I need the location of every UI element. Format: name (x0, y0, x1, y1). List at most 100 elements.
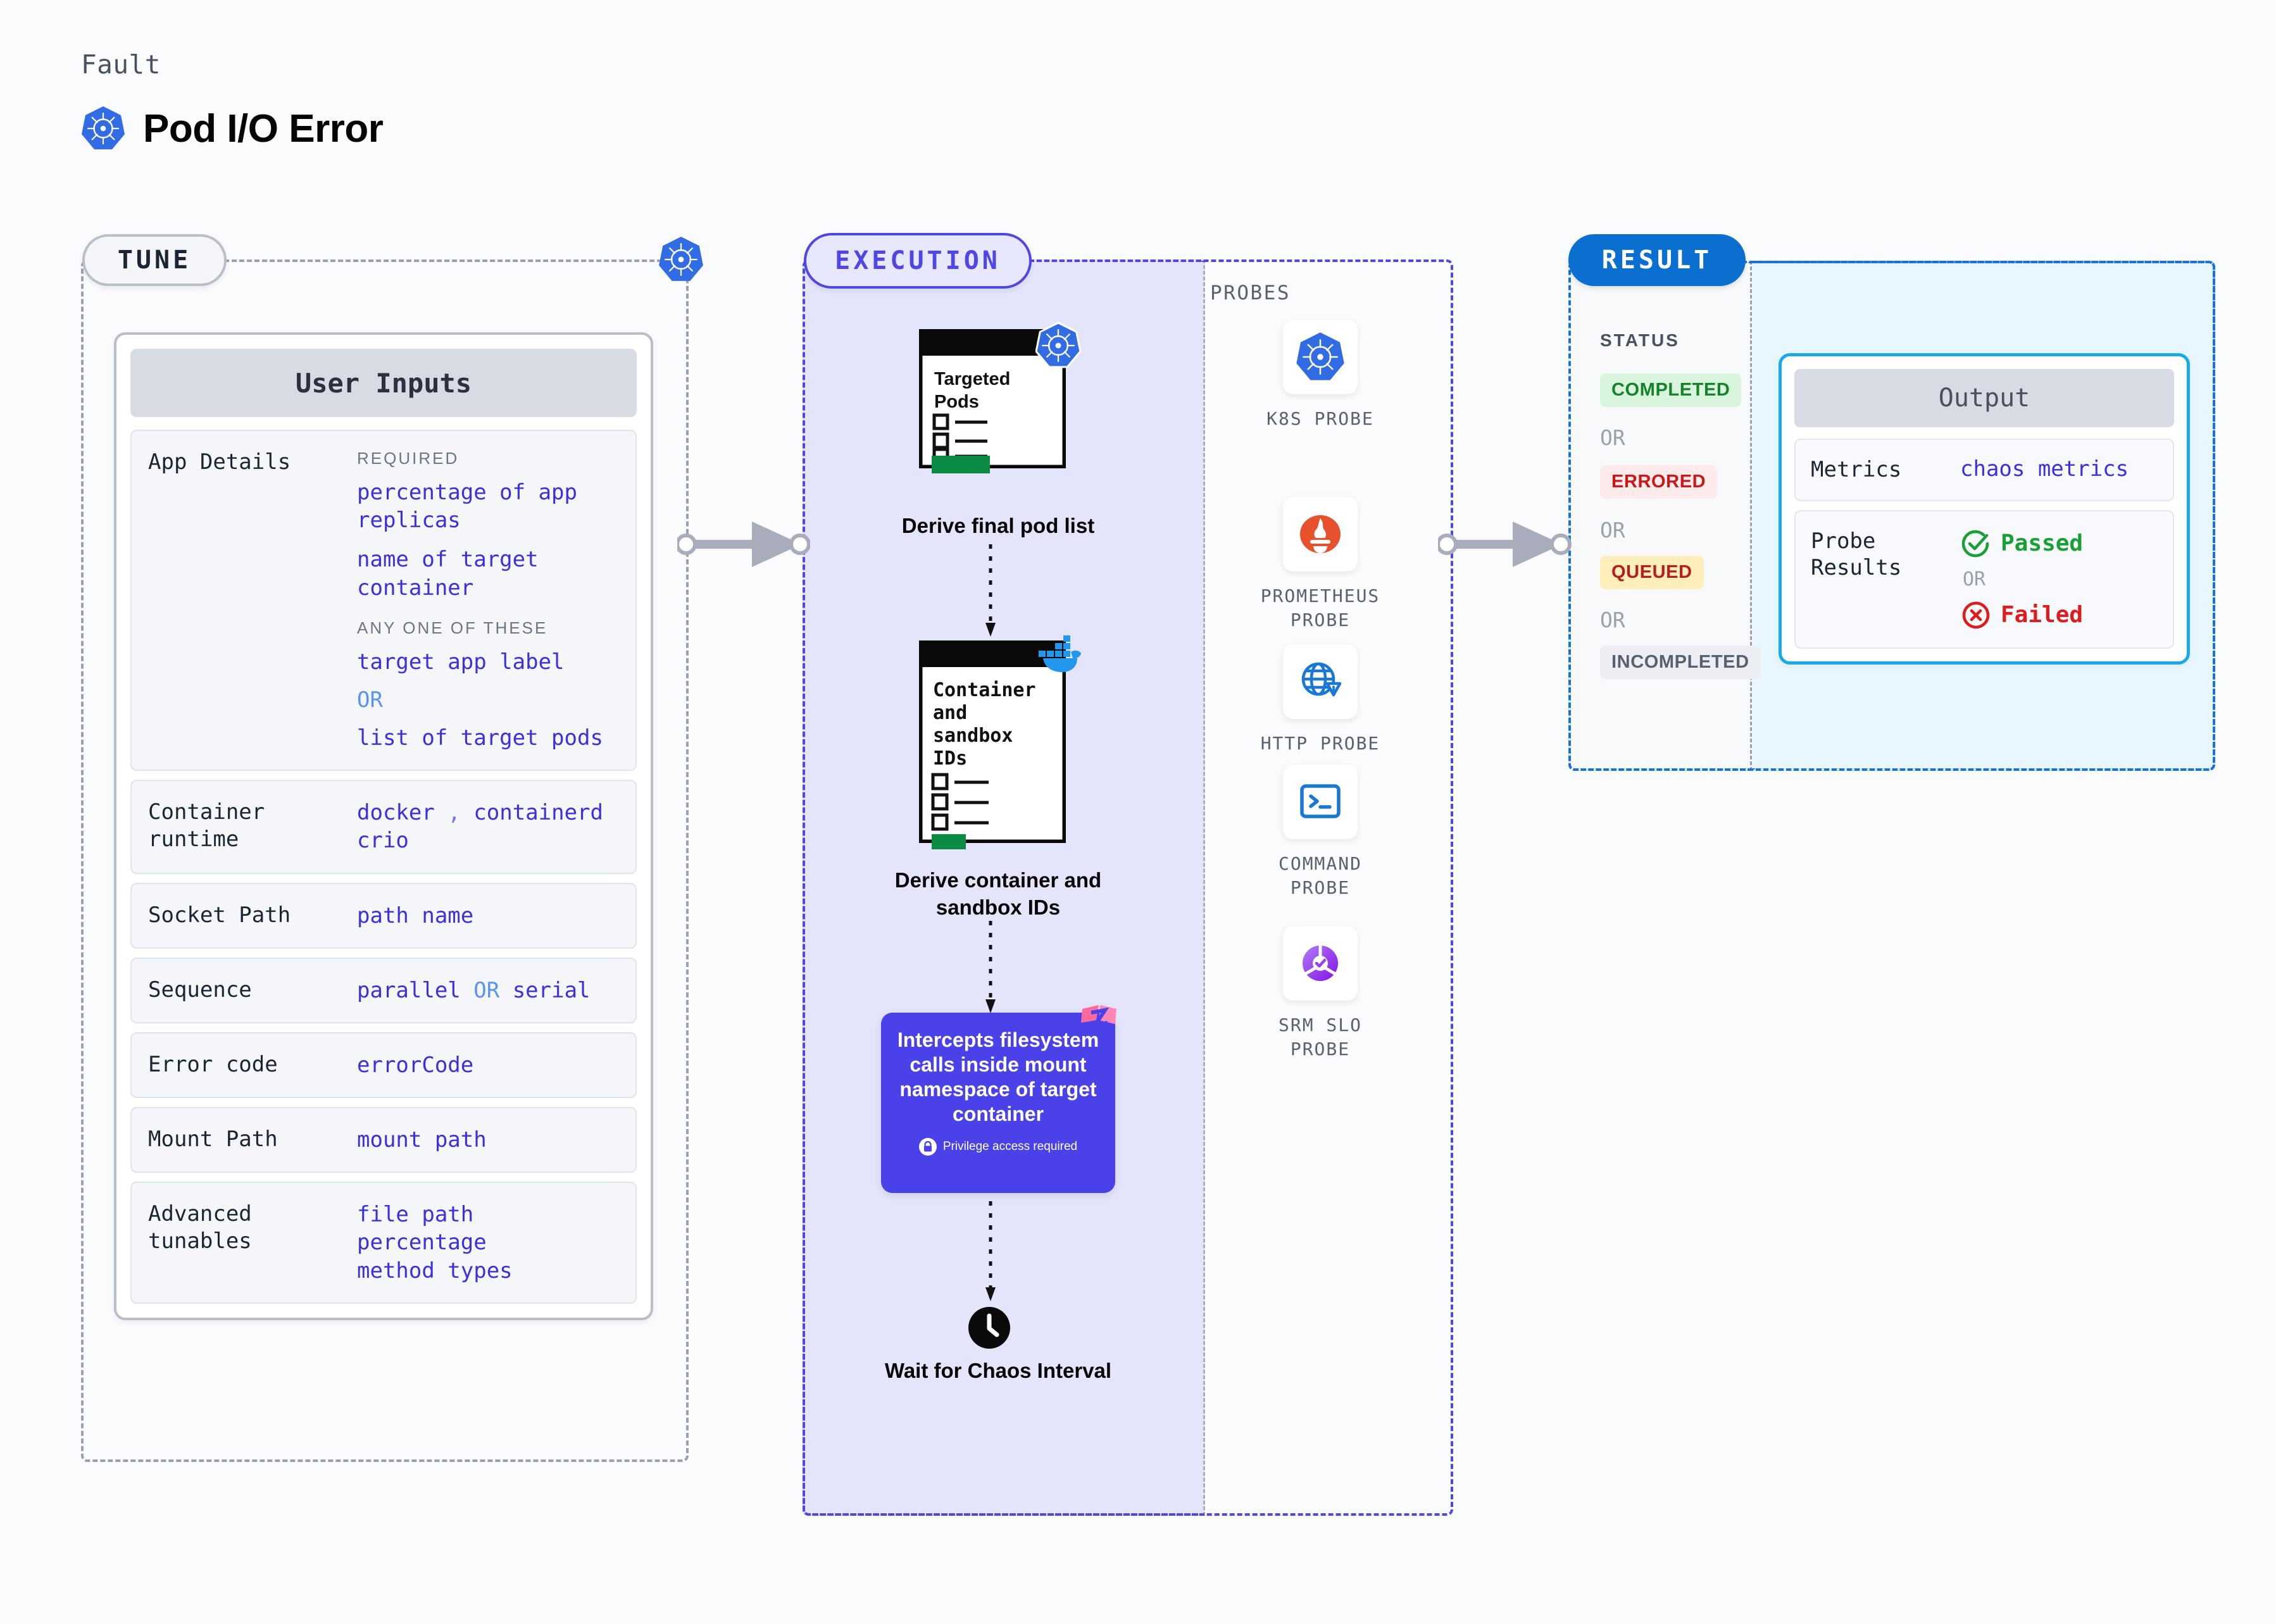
input-value: containerd (473, 800, 603, 826)
status-or-label: OR (1600, 425, 1625, 450)
tune-stage-container (81, 259, 689, 1462)
input-row-mount-path[interactable]: Mount Path mount path (130, 1107, 637, 1173)
kubernetes-icon (1283, 320, 1358, 394)
svg-text:Container: Container (933, 679, 1036, 701)
result-stage-container (1568, 261, 2215, 771)
stage-tag-result[interactable]: RESULT (1568, 234, 1746, 286)
input-value: list of target pods (357, 725, 603, 751)
terminal-icon (1283, 765, 1358, 839)
input-sublabel-required: REQUIRED (357, 449, 460, 468)
output-value: chaos metrics (1960, 456, 2129, 482)
input-row-error-code[interactable]: Error code errorCode (130, 1032, 637, 1099)
input-value: serial (512, 977, 591, 1003)
svg-text:sandbox: sandbox (933, 725, 1013, 747)
probe-srm-slo[interactable]: SRM SLO PROBE (1244, 926, 1396, 1061)
privilege-note-text: Privilege access required (942, 1140, 1078, 1154)
input-value: crio (357, 828, 409, 854)
status-badge-incompleted: INCOMPLETED (1600, 646, 1761, 679)
status-badge-completed: COMPLETED (1600, 373, 1742, 407)
probe-command[interactable]: COMMAND PROBE (1244, 765, 1396, 900)
input-row-sequence[interactable]: Sequence parallel OR serial (130, 957, 637, 1023)
input-row-app-details[interactable]: App Details REQUIRED percentage of app r… (130, 430, 637, 771)
status-label: STATUS (1600, 330, 1680, 350)
prometheus-icon (1283, 497, 1358, 572)
input-row-advanced-tunables[interactable]: Advanced tunables file path percentage m… (130, 1182, 637, 1304)
progress-bar-fill (932, 456, 990, 473)
input-key: Mount Path (148, 1127, 278, 1152)
input-or-label: OR (357, 687, 383, 713)
input-key: Sequence (148, 977, 252, 1003)
container-sandbox-ids-card: Container and sandbox IDs (918, 639, 1067, 846)
input-value: parallel (357, 977, 461, 1003)
probe-label: K8S PROBE (1266, 408, 1374, 429)
output-row-metrics[interactable]: Metrics chaos metrics (1794, 439, 2174, 501)
http-globe-icon (1283, 644, 1358, 719)
input-key: Container runtime (148, 799, 265, 852)
input-sublabel-anyone: ANY ONE OF THESE (357, 618, 548, 637)
connector-tune-to-execution (677, 522, 810, 567)
execution-stage-fill (803, 259, 1205, 1516)
kubernetes-icon (81, 105, 125, 152)
input-or-label: OR (473, 977, 500, 1003)
step-caption: Derive container and sandbox IDs (894, 868, 1102, 919)
user-inputs-card: User Inputs App Details REQUIRED percent… (114, 332, 653, 1320)
flow-connector (985, 1201, 996, 1301)
stage-tag-execution[interactable]: EXECUTION (804, 233, 1032, 289)
execution-stage-container (803, 259, 1453, 1516)
input-value: docker (357, 800, 435, 826)
progress-bar-fill (932, 834, 966, 849)
input-row-container-runtime[interactable]: Container runtime docker , containerd cr… (130, 780, 637, 874)
x-circle-icon (1962, 601, 1990, 628)
status-or-label: OR (1600, 608, 1625, 632)
litmus-icon (1081, 1005, 1116, 1028)
input-value: method types (357, 1258, 513, 1284)
check-circle-icon (1961, 530, 1989, 557)
probe-label: PROMETHEUS PROBE (1260, 585, 1380, 630)
input-value: percentage of app replicas (357, 480, 577, 534)
input-value: target app label (357, 649, 565, 675)
input-row-socket-path[interactable]: Socket Path path name (130, 882, 637, 949)
input-value: errorCode (357, 1052, 474, 1078)
probe-prometheus[interactable]: PROMETHEUS PROBE (1244, 497, 1396, 632)
svg-text:Targeted: Targeted (934, 369, 1010, 389)
probe-result-label: Passed (2001, 530, 2084, 556)
svg-text:and: and (933, 702, 967, 724)
intercept-text: Intercepts filesystem calls inside mount… (897, 1028, 1099, 1126)
probe-k8s[interactable]: K8S PROBE (1244, 320, 1396, 431)
targeted-pods-card: Targeted Pods (918, 328, 1067, 472)
status-badge-errored: ERRORED (1600, 465, 1718, 499)
probe-http[interactable]: HTTP PROBE (1244, 644, 1396, 756)
wait-caption: Wait for Chaos Interval (884, 1359, 1112, 1382)
input-value: path name (357, 903, 474, 928)
clock-icon (968, 1307, 1010, 1352)
output-row-probe-results[interactable]: Probe Results Passed OR Failed (1794, 509, 2174, 649)
input-key: Advanced tunables (148, 1201, 252, 1254)
step-caption: Derive final pod list (901, 514, 1095, 537)
eyebrow-label: Fault (81, 49, 161, 80)
output-title: Output (1794, 369, 2174, 427)
input-value: name of target container (357, 547, 539, 601)
svg-text:IDs: IDs (933, 747, 967, 770)
input-value: percentage (357, 1230, 487, 1256)
input-value: mount path (357, 1127, 487, 1153)
flow-connector (985, 544, 996, 637)
user-inputs-title: User Inputs (130, 349, 637, 417)
input-key: Error code (148, 1051, 278, 1077)
input-key: App Details (148, 449, 291, 475)
output-key: Metrics (1811, 457, 1902, 482)
probe-result-label: Failed (2001, 602, 2084, 628)
output-card: Output Metrics chaos metrics Probe Resul… (1779, 353, 2190, 665)
flow-connector (985, 921, 996, 1013)
kubernetes-icon (1035, 322, 1081, 368)
result-status-column (1568, 261, 1752, 771)
probe-label: SRM SLO PROBE (1278, 1015, 1362, 1059)
stage-tag-tune[interactable]: TUNE (82, 234, 227, 286)
input-key: Socket Path (148, 902, 291, 928)
probes-section-label: PROBES (1210, 282, 1291, 304)
output-key: Probe Results (1811, 528, 1902, 581)
page-title-text: Pod I/O Error (143, 106, 384, 151)
srm-slo-icon (1283, 926, 1358, 1001)
intercept-callout-box: Intercepts filesystem calls inside mount… (881, 1005, 1116, 1193)
kubernetes-icon (658, 235, 704, 287)
